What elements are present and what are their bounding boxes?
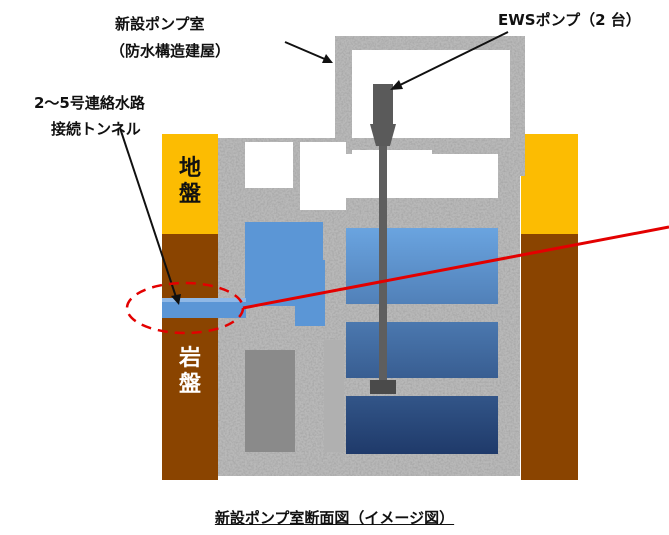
soil-left [162,134,218,234]
tunnel-pipe-icon [162,298,246,318]
water-main-chamber [346,228,498,454]
tunnel-pipe-highlight [162,298,246,302]
rock-left [162,234,218,480]
diagram-caption: 新設ポンプ室断面図（イメージ図） [214,509,455,527]
tunnel-label-line2: 接続トンネル [51,120,141,138]
rock-right [521,234,578,480]
air-space-mid [300,142,346,210]
new-pump-room-sublabel: （防水構造建屋） [110,42,231,60]
tunnel-label-line1: 2～5号連絡水路 [34,94,145,112]
new-pump-room-label: 新設ポンプ室 [115,15,205,33]
soil-right [521,134,578,234]
soil-label: 地盤 [178,156,201,207]
red-callout-line [242,225,669,310]
air-space-left [245,142,293,188]
rock-label: 岩盤 [178,346,201,397]
leader-arrows [119,31,509,305]
ews-pump-icon [370,84,396,394]
lower-mid-block [324,340,344,452]
ews-pump-label: EWSポンプ（2 台） [498,11,641,29]
lower-left-block [245,350,295,452]
shaft-opening [352,150,432,164]
